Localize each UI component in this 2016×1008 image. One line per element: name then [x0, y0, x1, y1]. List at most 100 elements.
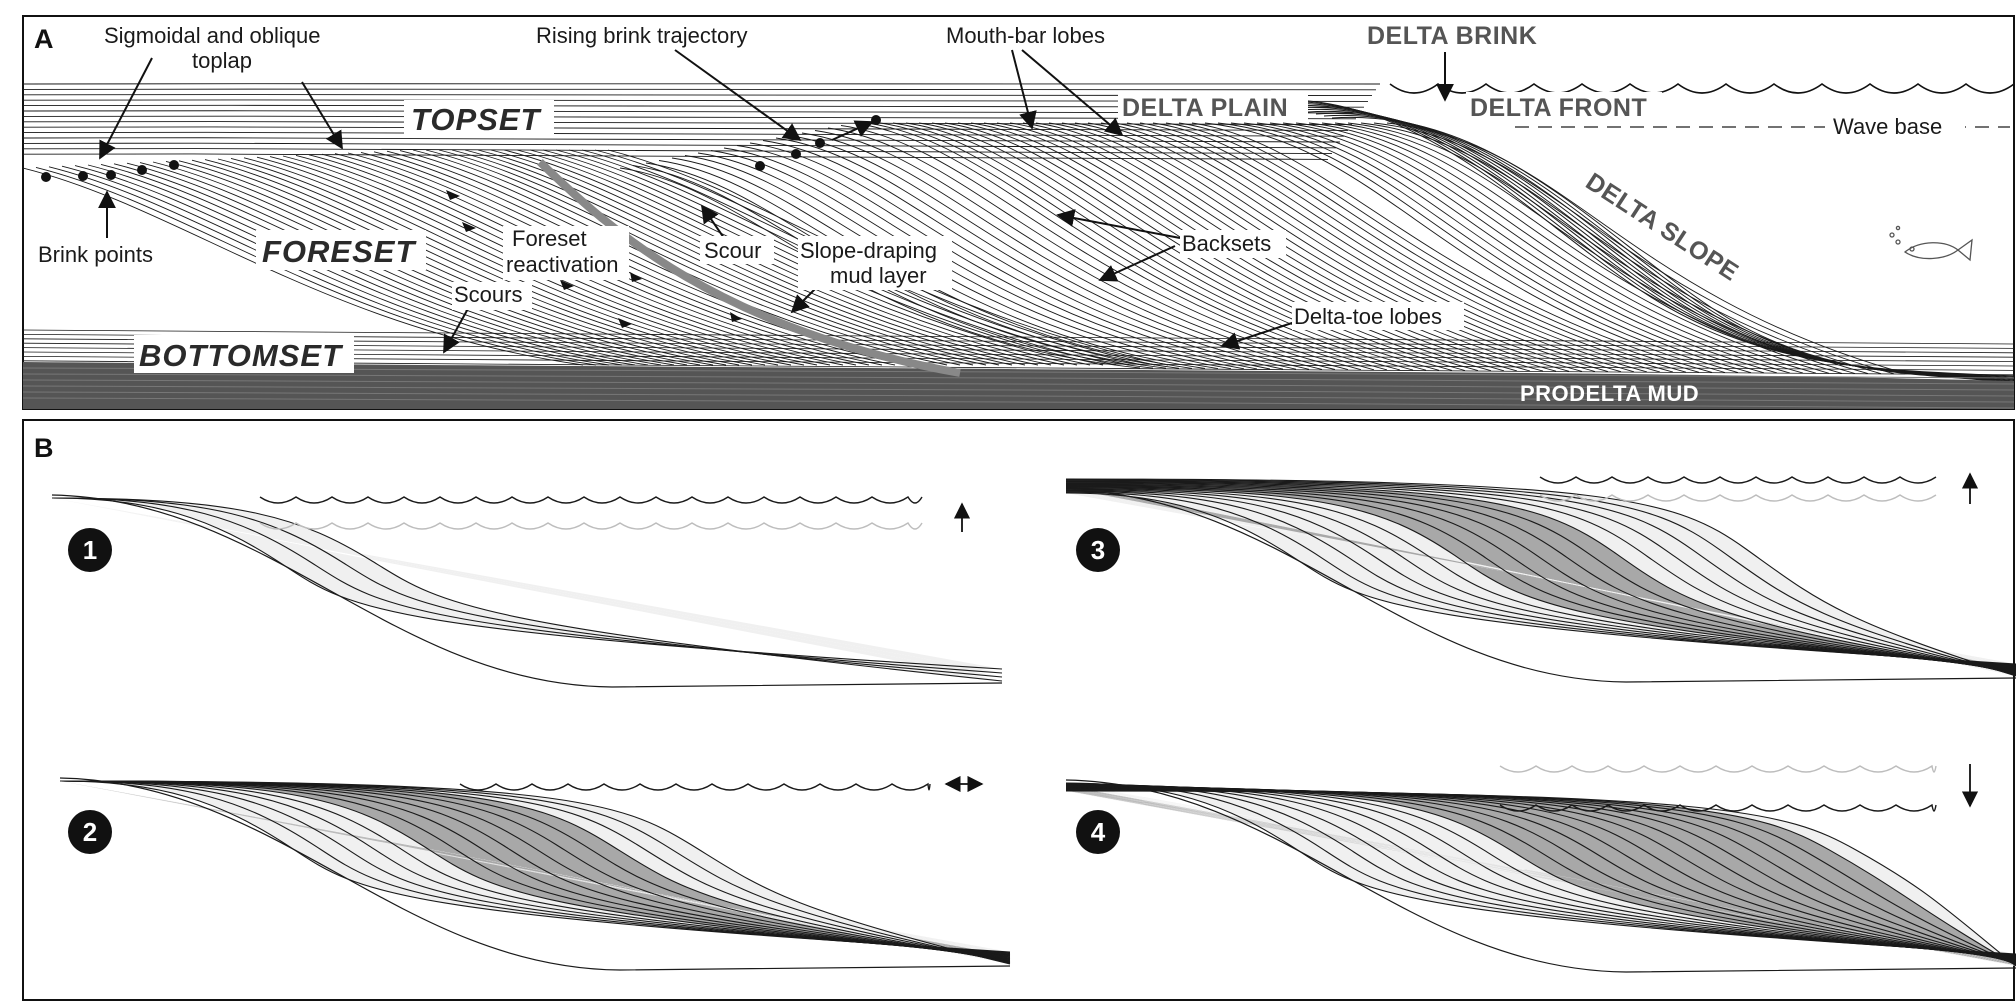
clinoform-fill	[1066, 786, 2016, 960]
label-topset: TOPSET	[411, 102, 543, 137]
clinoform-fill	[1066, 789, 2016, 964]
clinoform-line	[59, 780, 1011, 963]
foreset-line	[762, 140, 1284, 370]
foreset-line	[1217, 122, 1739, 374]
brink-point	[78, 171, 88, 181]
panel-b-letter: B	[34, 433, 54, 463]
sea-surface-wave	[1539, 476, 1937, 484]
foreset-line	[918, 122, 1440, 371]
mud-bedding-line	[23, 397, 2014, 409]
clinoform-line	[1065, 482, 2016, 674]
label-foreset-reactivation-line1: Foreset	[512, 226, 587, 251]
arrow-scour	[700, 204, 725, 239]
reactivation-arrowhead	[630, 272, 642, 282]
label-wave-base: Wave base	[1833, 114, 1942, 139]
clinoform-line	[59, 780, 1011, 960]
label-prodelta-mud: PRODELTA MUD	[1520, 381, 1699, 406]
reactivation-arrowhead	[446, 190, 460, 200]
foreset-line	[1191, 122, 1713, 373]
label-scour: Scour	[704, 238, 761, 263]
foreset-line	[1074, 122, 1596, 372]
foreset-line	[438, 149, 1000, 366]
clinoform-line	[59, 780, 1011, 964]
brink-point	[41, 172, 51, 182]
foreset-line	[243, 157, 805, 366]
brink-point	[106, 170, 116, 180]
label-rising-brink: Rising brink trajectory	[536, 23, 748, 48]
clinoform-line	[59, 780, 1011, 957]
foreset-line	[1282, 122, 1804, 374]
foreset-reactivation-markers	[446, 190, 742, 328]
foreset-line	[217, 158, 779, 366]
subpanel-2-badge: 2	[68, 810, 112, 854]
sea-surface-wave	[1499, 803, 1937, 812]
fish-icon	[1889, 225, 1973, 262]
clinoform-line	[59, 780, 1011, 959]
label-delta-front: DELTA FRONT	[1470, 94, 1647, 122]
clinoform-line	[1065, 491, 2016, 666]
mud-bedding-line	[23, 379, 2014, 391]
clinoform-line	[1065, 480, 2016, 675]
clinoform-line	[59, 780, 1011, 962]
label-bottomset: BOTTOMSET	[139, 338, 344, 373]
clinoform-fill	[1066, 790, 2016, 966]
foreset-line	[542, 149, 1104, 366]
clinoform-line	[51, 497, 1003, 678]
clinoform-line	[1065, 490, 2016, 666]
arrow-delta-toe	[1220, 321, 1296, 350]
clinoform-fill	[1066, 787, 2016, 962]
reactivation-arrowhead	[730, 312, 742, 322]
clinoform-line	[1065, 790, 2016, 967]
arrow-rising-brink	[674, 49, 802, 142]
label-sigmoidal-line2: toplap	[192, 48, 252, 73]
foreset-line	[412, 149, 974, 366]
foreset-line	[191, 159, 753, 366]
foreset-line	[1087, 122, 1609, 373]
arrow-backsets	[1098, 245, 1176, 282]
prodelta-mud-bedding	[23, 367, 2014, 409]
foreset-line	[879, 122, 1401, 371]
arrow-backsets	[1056, 209, 1181, 239]
clinoform-line	[59, 780, 1011, 961]
clinoform-fill	[1066, 790, 2016, 966]
subpanel-1-stage	[51, 494, 1003, 688]
arrow-scours	[443, 304, 471, 354]
subpanel-2-stage	[59, 777, 1011, 971]
clinoform-line	[1065, 489, 2016, 667]
clinoform-line	[1065, 785, 2016, 959]
panel-a-letter: A	[34, 24, 54, 54]
subpanel-4-stage	[1065, 764, 2016, 973]
clinoform-line	[59, 780, 1011, 959]
clinoform-line	[51, 497, 1003, 674]
foreset-line	[1295, 122, 1817, 374]
clinoform-line	[59, 780, 1011, 965]
foreset-line	[1009, 122, 1531, 372]
arrow-mouth-bar	[1011, 49, 1037, 130]
reactivation-arrowhead	[560, 280, 574, 290]
foreset-line	[775, 137, 1297, 370]
topset-bedding-line	[23, 88, 1377, 91]
panel-a: A Sigmoidal and oblique toplap Rising br…	[22, 15, 2015, 410]
foreset-line	[957, 122, 1479, 372]
brink-point	[137, 165, 147, 175]
clinoform-line	[1065, 782, 2016, 955]
clinoform-fill	[1066, 786, 2016, 960]
clinoform-line	[1065, 782, 2016, 956]
foreset-line	[983, 122, 1505, 372]
sea-surface-wave	[1389, 83, 2014, 94]
foreset-line	[1256, 122, 1778, 374]
foreset-line	[1230, 122, 1752, 374]
sea-surface-wave	[459, 782, 931, 791]
foreset-line	[230, 157, 792, 366]
reactivation-arrowhead	[462, 222, 476, 232]
foreset-line	[1152, 122, 1674, 373]
clinoform-line	[59, 780, 1011, 958]
arrow-rising-brink-trajectory	[831, 120, 874, 141]
foreset-line	[386, 150, 948, 366]
foreset-line	[931, 122, 1453, 371]
clinoform-line	[1065, 479, 2016, 676]
label-foreset-reactivation-line2: reactivation	[506, 252, 619, 277]
brink-point	[755, 161, 765, 171]
label-foreset: FORESET	[262, 234, 417, 269]
wave-base-label-bg	[1825, 111, 1965, 141]
